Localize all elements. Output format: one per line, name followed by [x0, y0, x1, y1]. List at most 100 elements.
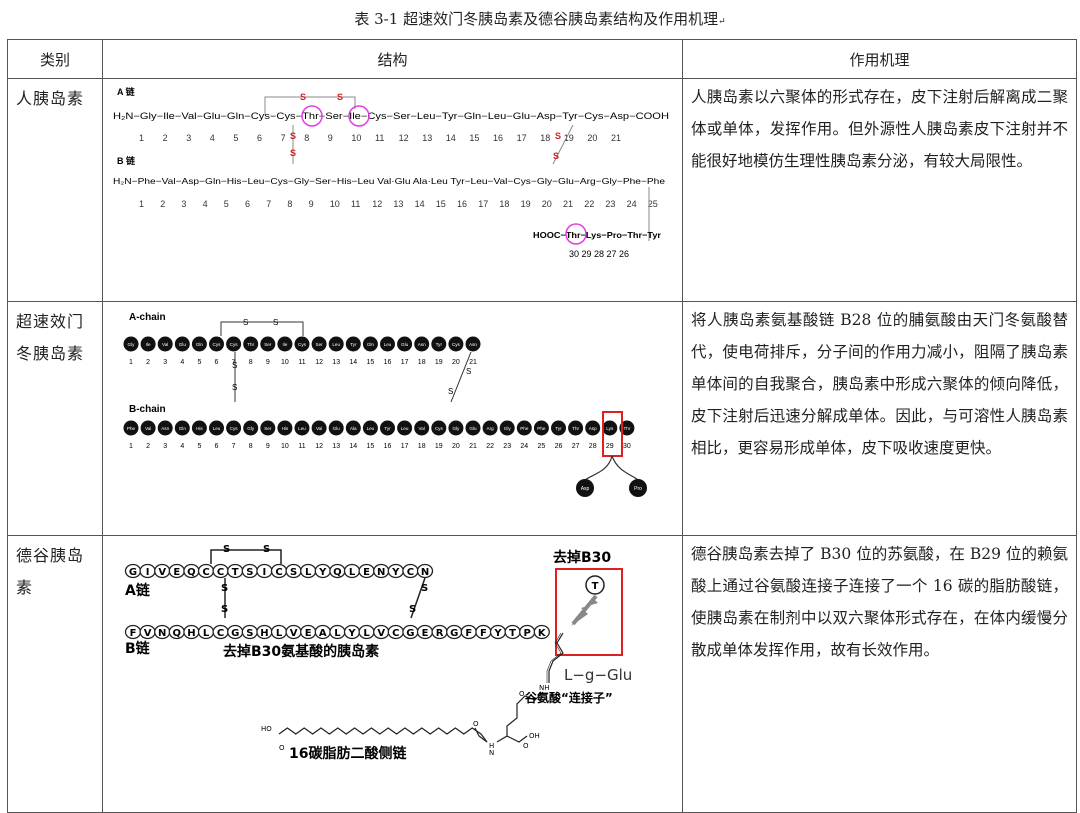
residue-label: Gln [179, 426, 187, 431]
residue-label: Val [419, 426, 425, 431]
residue-number: 13 [393, 199, 403, 209]
residue-asp [585, 420, 601, 436]
residue-leu [380, 336, 395, 352]
residue-number: 15 [367, 359, 375, 366]
residue-label: G [231, 628, 239, 639]
residue-number: 16 [457, 199, 467, 209]
residue-leu [362, 420, 378, 436]
residue-phe [533, 420, 549, 436]
a-chain-residues: Gly1Ile2Val3Glu4Gln5Cys6Cys7Thr8Ser9Ile1… [123, 336, 481, 366]
residue-label: Y [391, 567, 400, 578]
residue-number: 17 [517, 133, 527, 143]
table-header-row: 类别 结构 作用机理 [7, 39, 1077, 79]
residue-number: 7 [281, 133, 286, 143]
residue-label: Leu [213, 426, 221, 431]
residue-number: 5 [197, 443, 201, 450]
residue-asn [414, 336, 430, 352]
residue-number: 10 [281, 359, 289, 366]
residue-number: 3 [163, 443, 167, 450]
residue-number: 4 [180, 359, 184, 366]
residue-number: 24 [520, 443, 528, 450]
residue-asn [157, 420, 173, 436]
residue-number: 1 [139, 133, 144, 143]
residue-label: C [392, 628, 399, 639]
fatty-acid-chain [278, 727, 488, 743]
residue-label: Leu [384, 342, 392, 347]
residue-number: 17 [478, 199, 488, 209]
residue-tyr [345, 336, 361, 352]
residue-number: 1 [129, 359, 133, 366]
residue-number: 2 [146, 359, 150, 366]
n-label: N [489, 749, 494, 757]
residue-label: Cys [230, 342, 239, 347]
residue-label: Asn [161, 426, 169, 431]
residue-thr [568, 420, 584, 436]
residue-label: K [538, 628, 547, 639]
residue-label: Lys [606, 426, 614, 431]
s-bond-label: S [290, 131, 296, 141]
residue-label: A [319, 628, 327, 639]
highlight-circle [348, 105, 370, 127]
residue-leu [397, 420, 413, 436]
residue-label: G [129, 567, 137, 578]
residue-number: 20 [542, 199, 552, 209]
removed-caption: 去掉B30氨基酸的胰岛素 [223, 643, 379, 660]
residue-number: 9 [328, 133, 333, 143]
residue-number: 6 [257, 133, 262, 143]
residue-label: E [422, 628, 429, 639]
s-bond-label: S [300, 92, 306, 102]
residue-ser [260, 336, 276, 352]
residue-label: Y [347, 628, 356, 639]
residue-label: Asp [589, 426, 597, 431]
residue-cys [448, 336, 464, 352]
residue-number: 17 [401, 443, 409, 450]
comparison-table: 类别 结构 作用机理 人胰岛素 A 链 S S H₂N−Gly−Ile−Val−… [7, 39, 1077, 813]
b-chain-label: B 链 [117, 155, 136, 166]
human-insulin-structure: A 链 S S H₂N−Gly−Ile−Val−Glu−Gln−Cys−Cys−… [102, 78, 683, 302]
residue-val [140, 420, 156, 436]
residue-label: Tyr [436, 342, 443, 347]
residue-val [311, 420, 327, 436]
residue-number: 12 [372, 199, 382, 209]
residue-number: 15 [436, 199, 446, 209]
residue-label: Gly [504, 426, 512, 431]
residue-number: 19 [435, 443, 443, 450]
residue-label: T [509, 628, 516, 639]
residue-number: 1 [129, 443, 133, 450]
residue-thr [619, 420, 635, 436]
residue-ser [311, 336, 327, 352]
o-label: O [473, 720, 479, 728]
residue-number: 21 [469, 443, 477, 450]
residue-gly [499, 420, 515, 436]
residue-number: 3 [186, 133, 191, 143]
row-mechanism: 将人胰岛素氨基酸链 B28 位的脯氨酸由天门冬氨酸替代，使电荷排斥，分子间的作用… [682, 301, 1077, 536]
residue-number: 8 [249, 359, 253, 366]
residue-label: Gln [367, 342, 375, 347]
residue-number: 10 [330, 199, 340, 209]
residue-number: 16 [384, 443, 392, 450]
residue-circle [533, 624, 550, 640]
residue-number: 8 [304, 133, 309, 143]
residue-his [191, 420, 207, 436]
residue-label: L [305, 567, 312, 578]
residue-number: 11 [298, 359, 305, 366]
residue-number: 14 [415, 199, 425, 209]
residue-label: Leu [367, 426, 375, 431]
residue-glu [397, 336, 413, 352]
o-label: O [519, 690, 525, 698]
s-bond-label: S [421, 583, 428, 594]
residue-his [277, 420, 293, 436]
residue-number: 29 [606, 443, 614, 450]
residue-label: V [377, 628, 385, 639]
residue-label: Phe [127, 426, 136, 431]
residue-ala [345, 420, 361, 436]
residue-label: Tyr [384, 426, 391, 431]
b-chain-tail: HOOC−Thr−Lys−Pro−Thr−Tyr [533, 230, 662, 240]
b-chain-label: B链 [125, 640, 151, 657]
residue-number: 17 [401, 359, 409, 366]
residue-number: 18 [499, 199, 509, 209]
